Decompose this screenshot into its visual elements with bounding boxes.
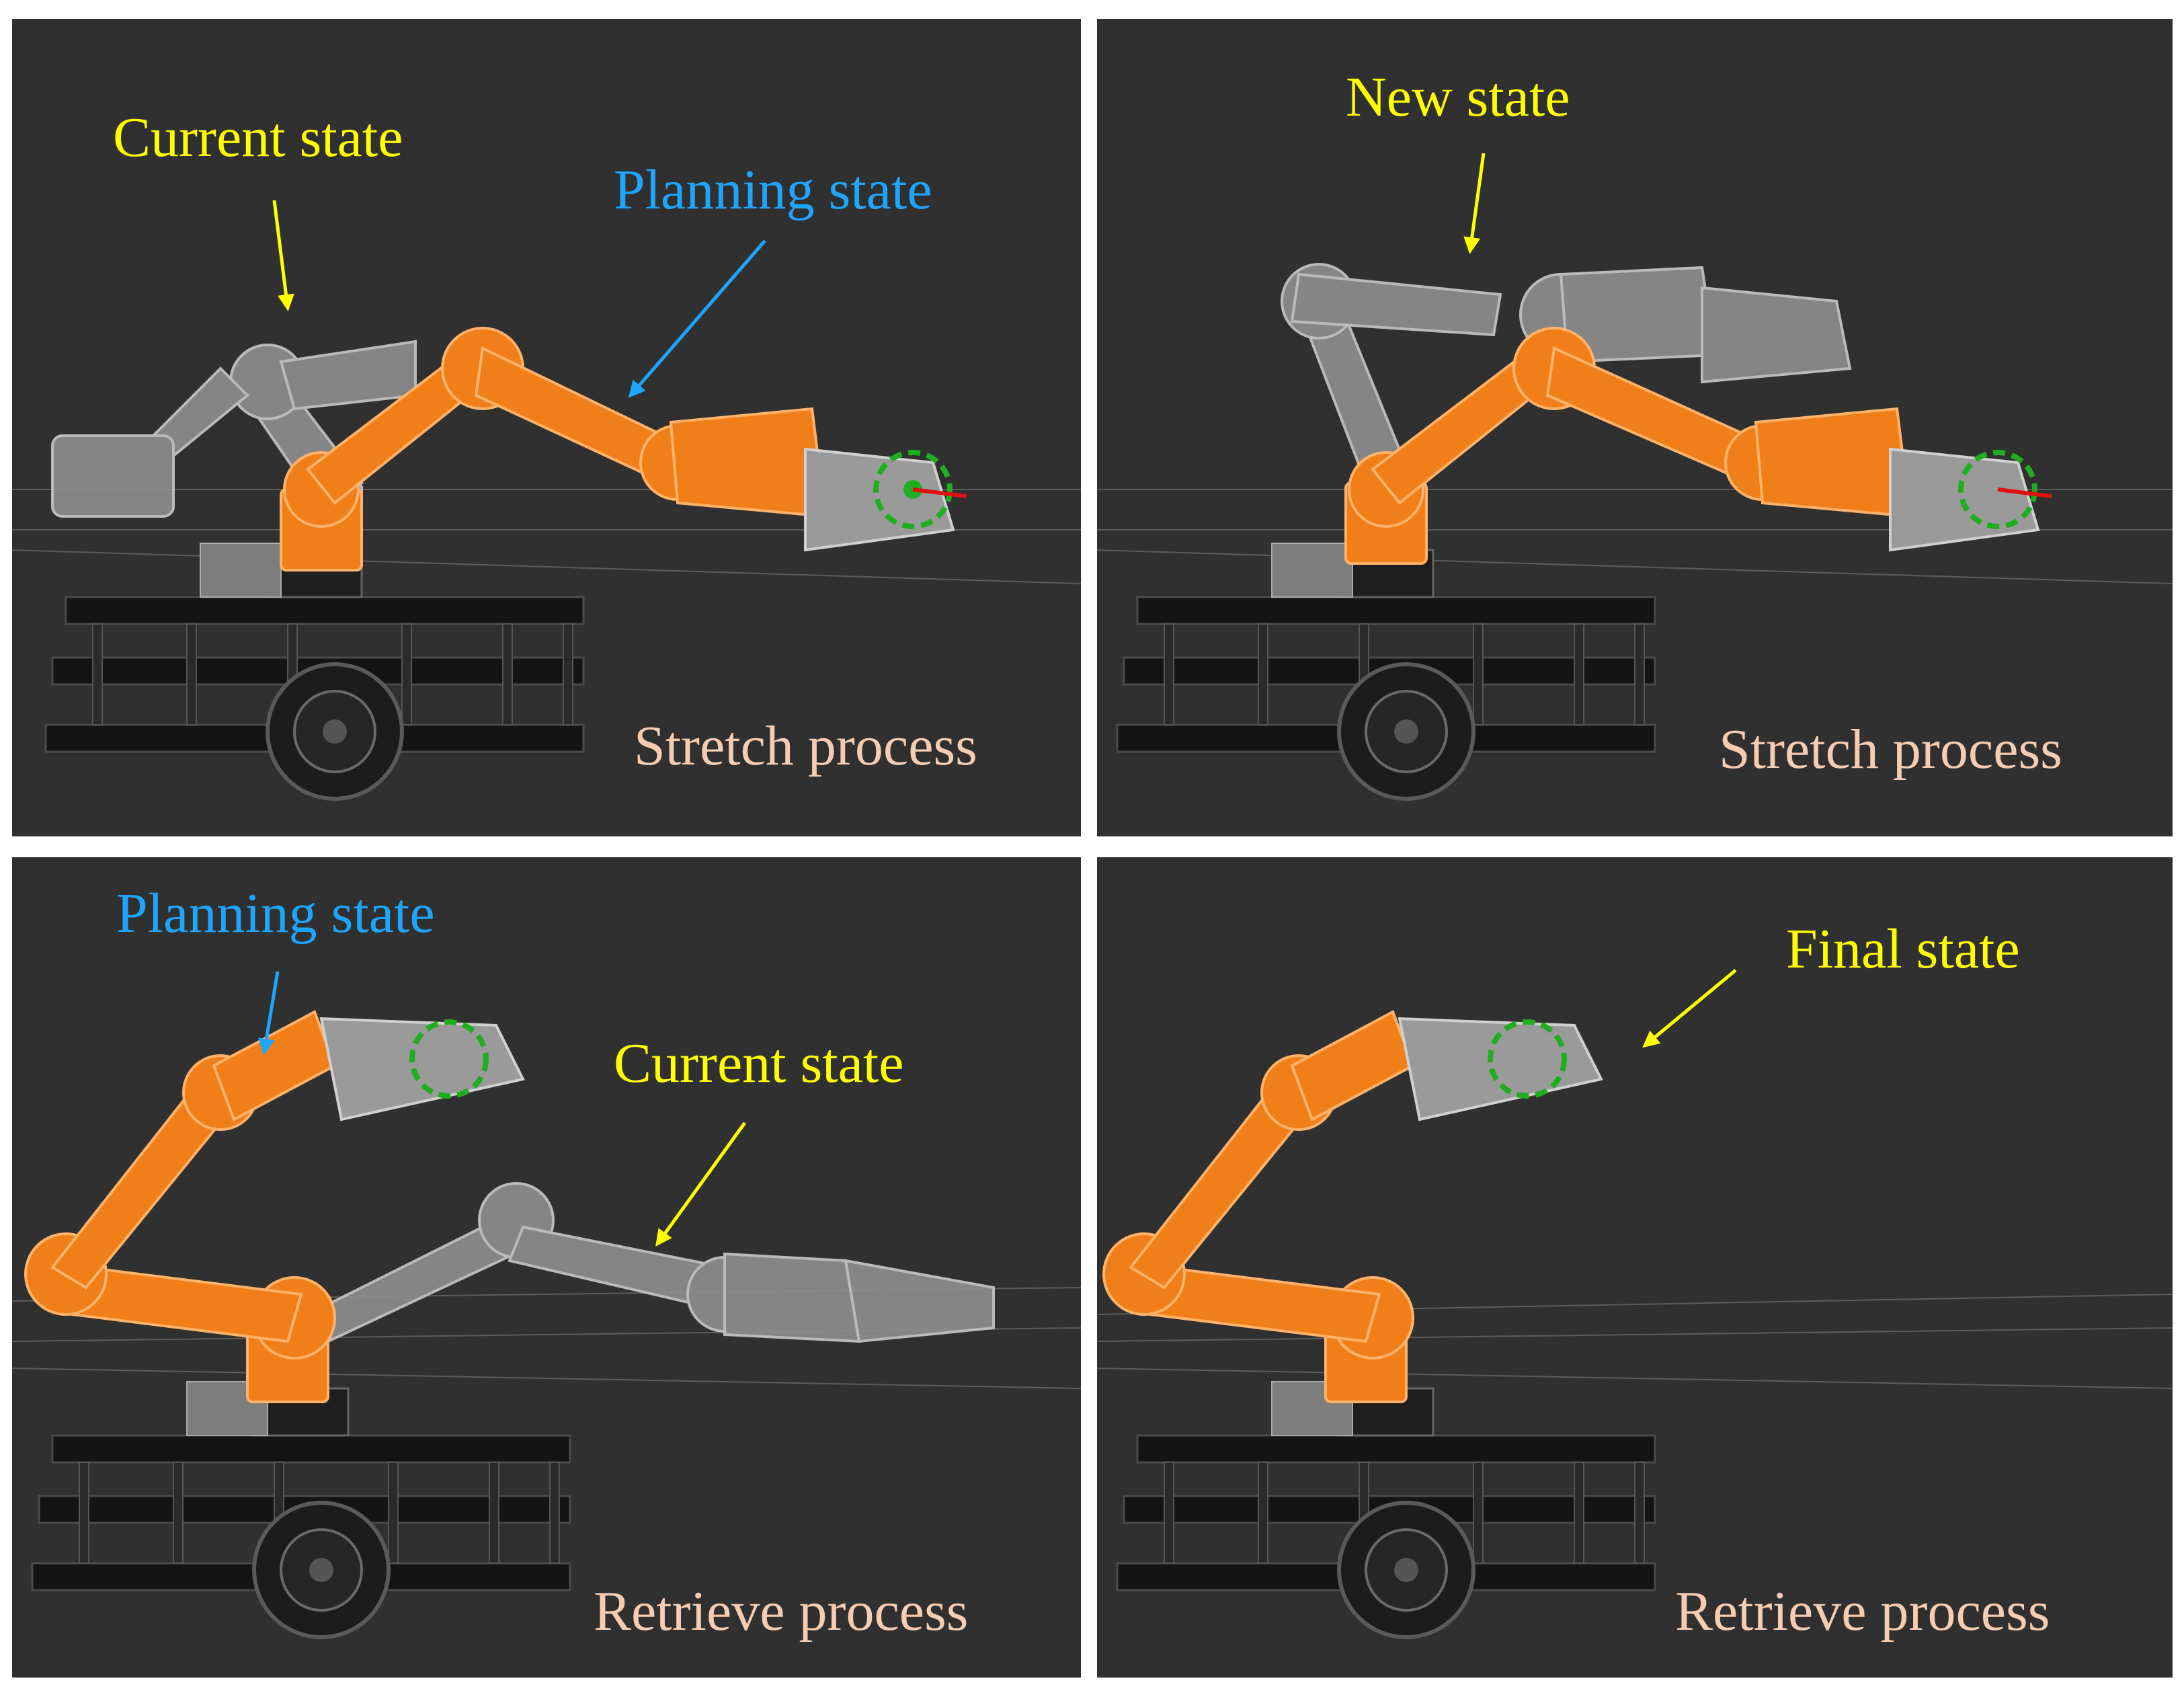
final-state-label: Final state	[1786, 918, 2020, 980]
final-state-arrow	[1642, 969, 1737, 1048]
panel-retrieve-final: Final state Retrieve process	[1097, 857, 2173, 1678]
new-state-label: New state	[1346, 66, 1570, 128]
process-label: Stretch process	[1719, 718, 2062, 781]
current-state-arm	[305, 1182, 995, 1343]
arrows	[272, 200, 766, 398]
process-label: Stretch process	[634, 715, 977, 777]
arrows	[1463, 153, 1486, 254]
final-state-arm	[1102, 1010, 1415, 1403]
planning-state-label: Planning state	[116, 882, 435, 945]
process-label: Retrieve process	[594, 1580, 969, 1643]
robot-scene	[1097, 1010, 2173, 1678]
panel-retrieve-planning: Planning state Current state Retrieve pr…	[12, 857, 1081, 1678]
new-state-arm	[1281, 263, 1852, 484]
gripper	[1889, 447, 2052, 552]
planning-state-arrow	[257, 971, 280, 1056]
robot-scene	[12, 327, 1081, 836]
new-state-arrow	[1463, 153, 1486, 254]
current-state-arrow	[272, 200, 294, 311]
planning-state-arm	[280, 327, 827, 572]
current-state-label: Current state	[614, 1032, 904, 1095]
planning-state-arm	[24, 1010, 337, 1403]
gripper	[804, 447, 967, 552]
robot-scene	[1097, 263, 2173, 836]
gripper	[319, 1017, 525, 1121]
process-label: Retrieve process	[1675, 1580, 2050, 1643]
arrows	[257, 971, 747, 1247]
robot-scene	[12, 1010, 1081, 1678]
planning-state-arrow	[628, 239, 766, 398]
current-state-arrow	[655, 1121, 747, 1247]
current-state-label: Current state	[113, 106, 403, 169]
panel-stretch-planning: Current state Planning state Stretch pro…	[12, 19, 1081, 836]
planning-state-label: Planning state	[614, 159, 932, 221]
arrows	[1642, 969, 1737, 1048]
planning-state-arm	[1344, 327, 1912, 565]
panel-stretch-new: New state Stretch process	[1097, 19, 2173, 836]
gripper	[1398, 1017, 1603, 1121]
